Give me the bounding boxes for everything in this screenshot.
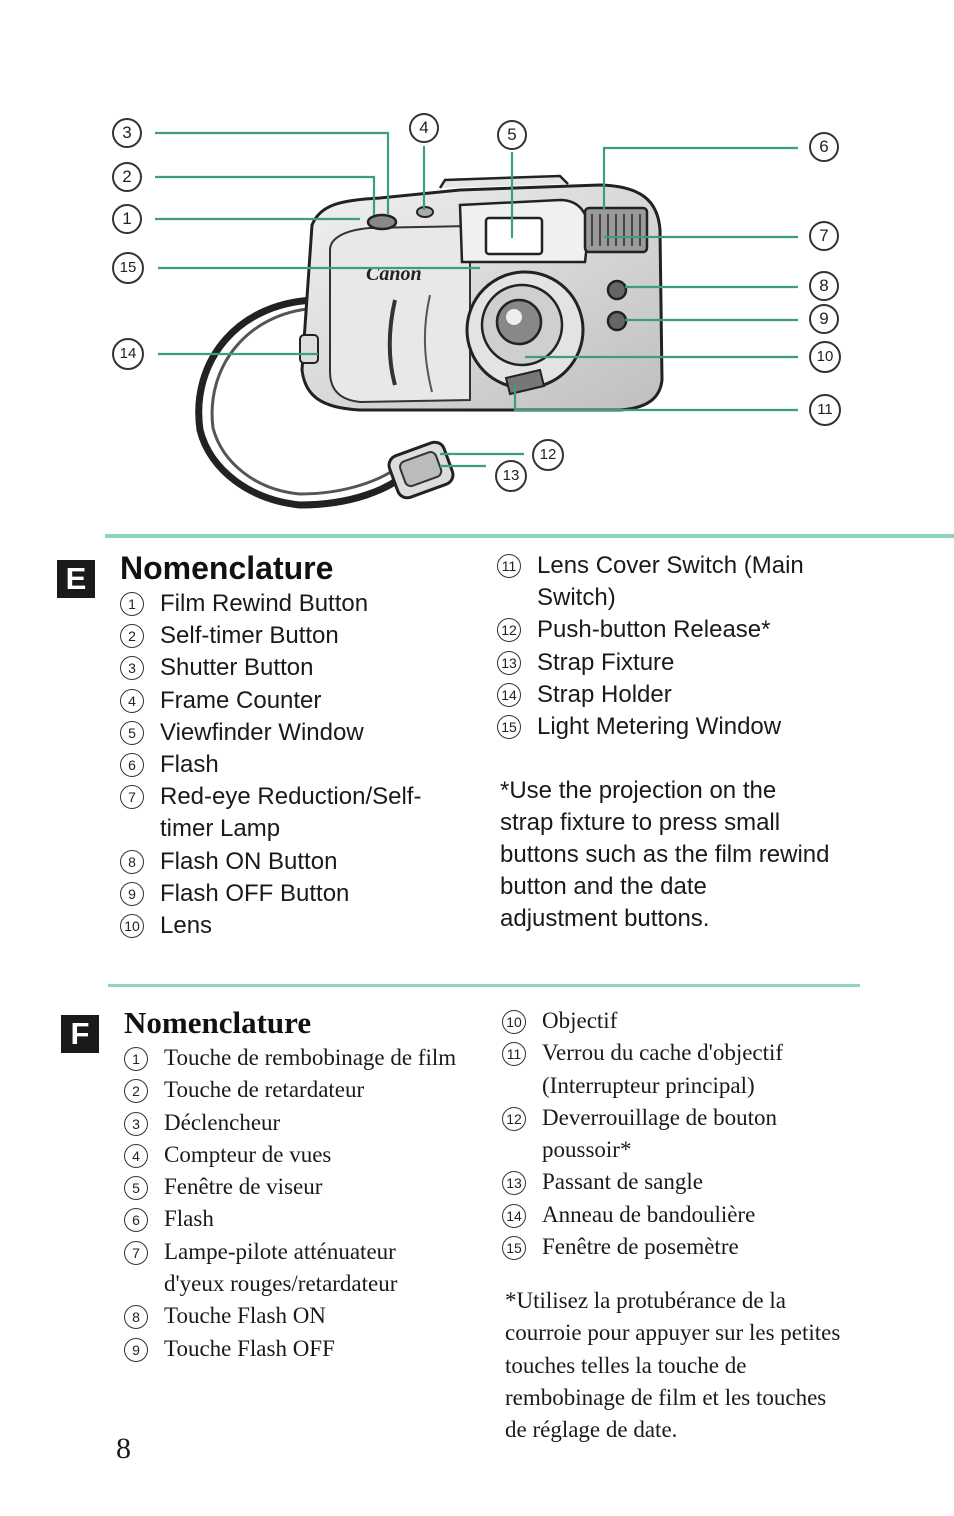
callout-2: 2 [112,162,142,192]
flash-off-button [606,310,628,332]
callout-11: 11 [809,394,841,426]
callout-14: 14 [112,338,144,370]
section-letter-e: E [57,560,95,598]
callout-8: 8 [809,271,839,301]
callout-lines [155,131,798,468]
section-divider-e [105,534,954,538]
section-divider-f [108,984,860,987]
callout-6: 6 [809,132,839,162]
footnote: *Utilisez la protubérance de la courroie… [505,1288,841,1443]
callout-9: 9 [809,304,839,334]
callout-13: 13 [495,460,527,492]
strap-fixture [387,440,455,500]
callout-3: 3 [112,118,142,148]
callout-7: 7 [809,221,839,251]
section-letter-f: F [61,1015,99,1053]
brand-logo: Canon [366,263,422,285]
flash-on-button [606,279,628,301]
footnote: *Use the projection on the strap fixture… [500,777,830,932]
shutter-button [366,213,398,231]
camera-illustration: Canon [155,131,798,509]
section-title: Nomenclature [124,1005,312,1040]
page-number: 8 [116,1432,131,1465]
callout-12: 12 [532,439,564,471]
callout-5: 5 [497,120,527,150]
callout-1: 1 [112,204,142,234]
camera-diagram: Canon 3 2 1 15 14 4 5 6 7 8 9 10 11 12 1… [0,0,954,540]
section-title: Nomenclature [120,550,334,586]
strap-holder [299,334,319,364]
callout-4: 4 [409,113,439,143]
callout-15: 15 [112,252,144,284]
viewfinder-window [484,216,544,256]
callout-10: 10 [809,341,841,373]
